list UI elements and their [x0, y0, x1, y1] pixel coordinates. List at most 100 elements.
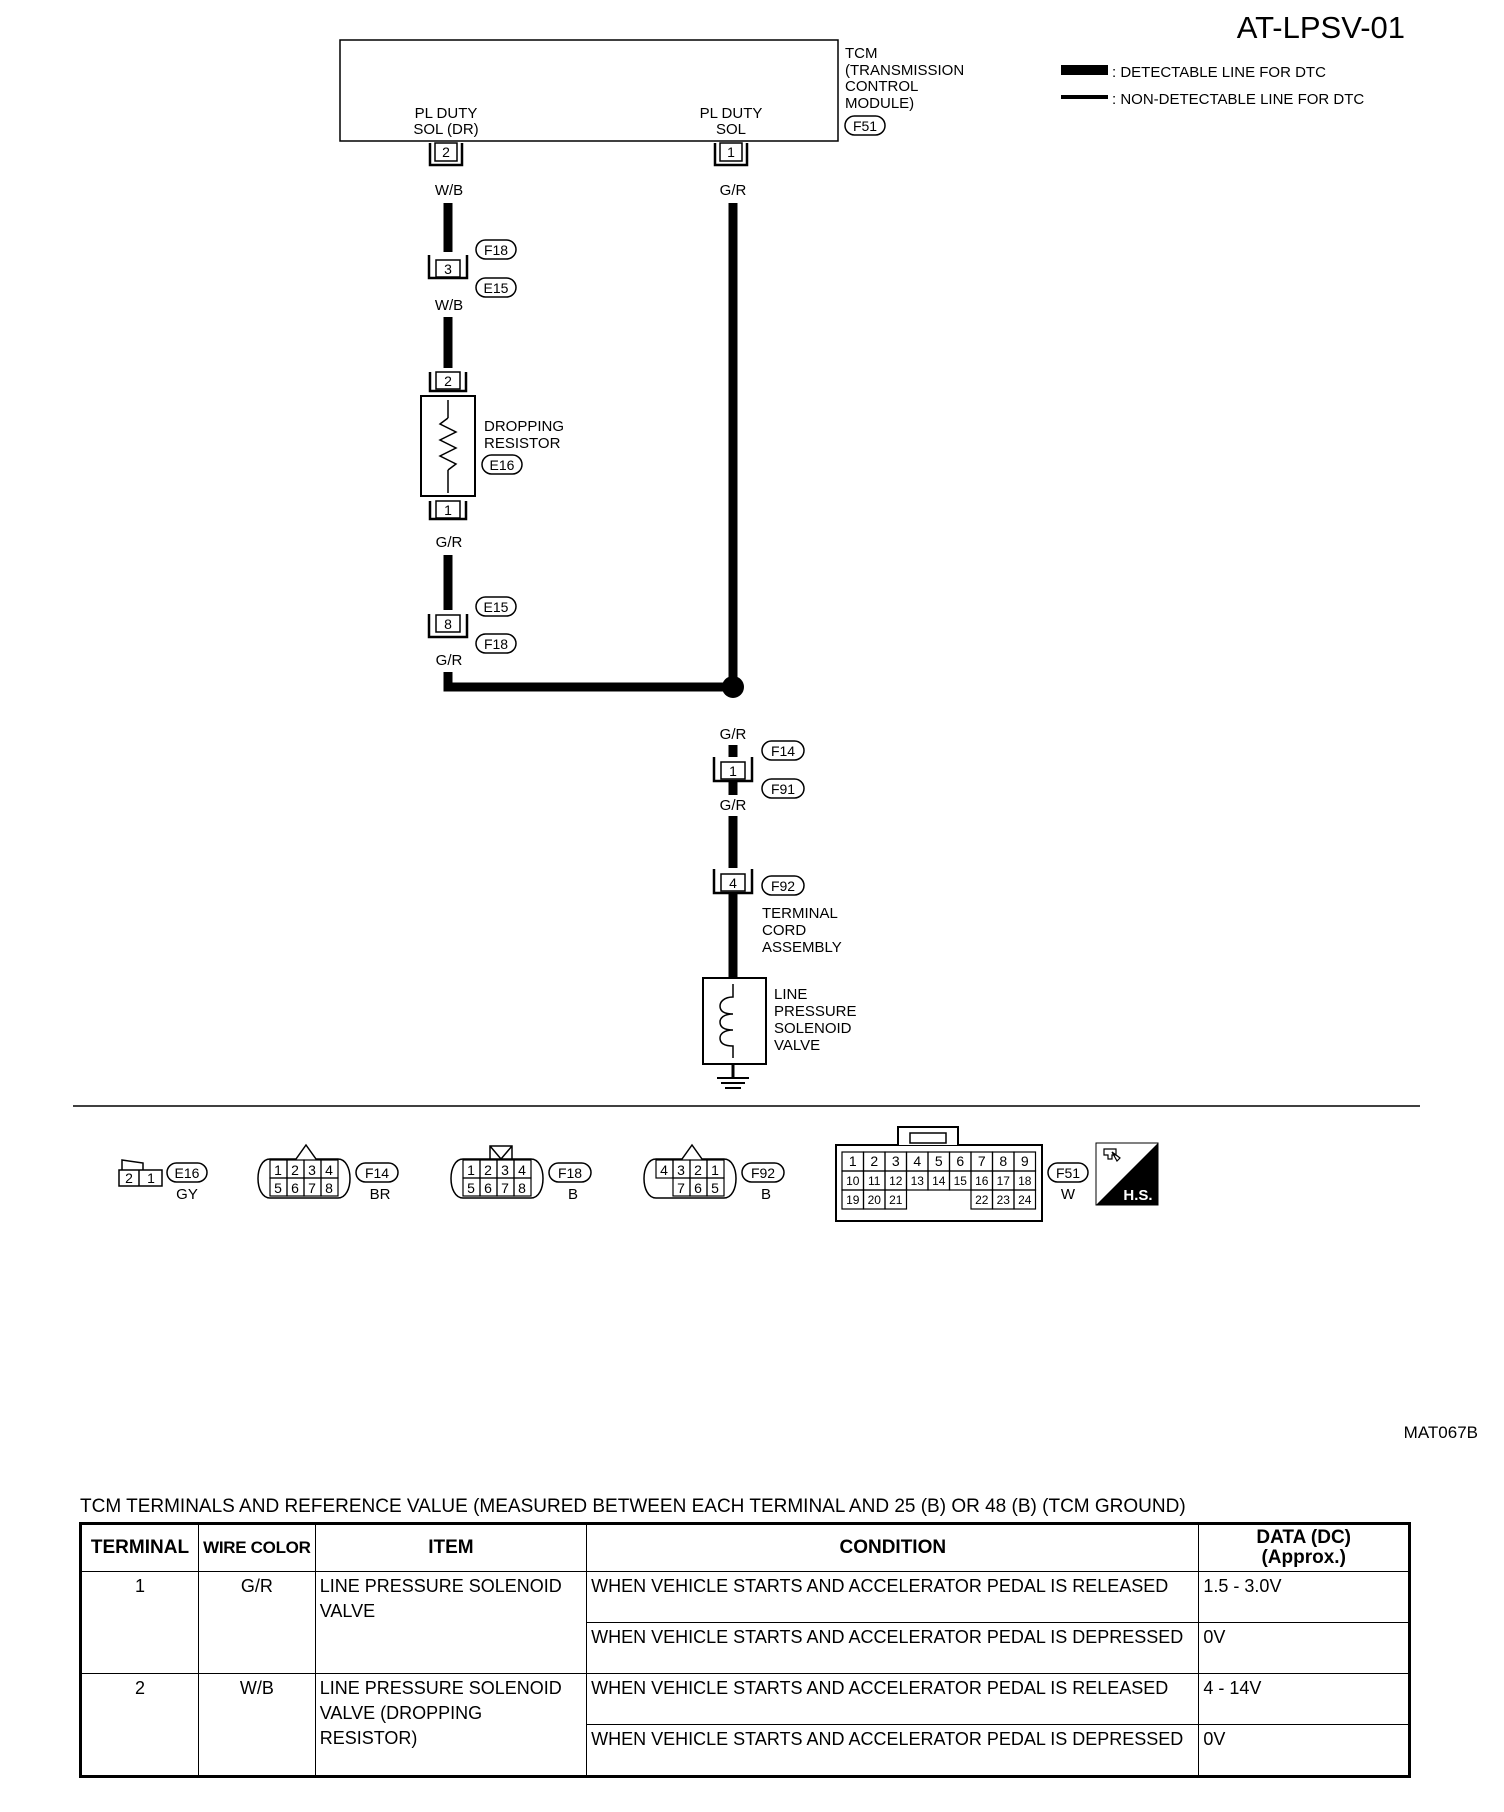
tcm-connector-tag — [844, 115, 886, 136]
svg-text:6: 6 — [484, 1180, 492, 1196]
f51-pin-label: 9 — [1021, 1153, 1029, 1169]
tcm-pin-2: 2 — [428, 142, 464, 167]
resistor-label-1: DROPPING — [484, 418, 564, 435]
f51-pin-label: 6 — [956, 1153, 964, 1169]
resistor-connector-tag: E16 — [490, 457, 515, 473]
svg-text:3: 3 — [677, 1162, 685, 1178]
tcm-box — [339, 39, 839, 142]
f51-pin-label: 24 — [1018, 1193, 1032, 1207]
legend-detectable-line — [1061, 65, 1108, 75]
cell-item: LINE PRESSURE SOLENOID VALVE — [314, 1571, 588, 1674]
tcm-label-1: TCM — [845, 45, 878, 62]
svg-text:2: 2 — [291, 1162, 299, 1178]
e16-color: GY — [176, 1186, 198, 1203]
svg-text:7: 7 — [501, 1180, 509, 1196]
table-row: WHEN VEHICLE STARTS AND ACCELERATOR PEDA… — [81, 1724, 1410, 1777]
cell-terminal: 1 — [80, 1571, 199, 1674]
f51-pin-label: 14 — [932, 1174, 946, 1188]
right-branch: G/R G/R 1 F14 F91 G/R 4 F92 TERMINAL COR… — [702, 182, 857, 1089]
conn-f14-tag: F14 — [771, 743, 795, 759]
svg-text:7: 7 — [677, 1180, 685, 1196]
pin-sol-label-2: SOL — [716, 121, 746, 138]
figure-code: MAT067B — [1404, 1423, 1478, 1442]
f51-pin-label: 1 — [849, 1153, 857, 1169]
f51-pin-label: 10 — [846, 1174, 860, 1188]
wire-gr-label-5: G/R — [720, 797, 747, 814]
svg-text:2: 2 — [694, 1162, 702, 1178]
f51-pin-label: 18 — [1018, 1174, 1032, 1188]
conn-f18-tag: F18 — [484, 242, 508, 258]
connector-view-f92: 4 3 2 1 7 6 5 F92 B — [643, 1143, 785, 1203]
svg-text:5: 5 — [711, 1180, 719, 1196]
f92-color: B — [761, 1186, 771, 1203]
header-condition: CONDITION — [586, 1523, 1200, 1572]
splice-point — [722, 676, 744, 698]
wire-gr-label-2: G/R — [436, 652, 463, 669]
wire-gr-label-1: G/R — [436, 534, 463, 551]
header-data: DATA (DC)(Approx.) — [1198, 1523, 1410, 1572]
f92-id: F92 — [751, 1165, 775, 1181]
f14-color: BR — [370, 1186, 391, 1203]
table-header-row: TERMINAL WIRE COLOR ITEM CONDITION DATA … — [80, 1523, 1410, 1572]
f51-pin-label: 2 — [870, 1153, 878, 1169]
solenoid-body — [702, 977, 767, 1065]
pin-sol-label-1: PL DUTY — [700, 105, 763, 122]
svg-text:5: 5 — [274, 1180, 282, 1196]
conn-pin-1: 1 — [729, 763, 737, 779]
legend-non-detectable-text: : NON-DETECTABLE LINE FOR DTC — [1112, 91, 1364, 108]
wire-wb-label-1: W/B — [435, 182, 463, 199]
wiring-diagram: AT-LPSV-01 : DETECTABLE LINE FOR DTC : N… — [73, 10, 1478, 1442]
svg-text:2: 2 — [484, 1162, 492, 1178]
conn-f91-tag: F91 — [771, 781, 795, 797]
svg-text:6: 6 — [694, 1180, 702, 1196]
cell-item: LINE PRESSURE SOLENOID VALVE (DROPPING R… — [314, 1673, 588, 1777]
svg-text:4: 4 — [325, 1162, 333, 1178]
ground-icon — [717, 1077, 749, 1089]
f51-pin-label: 5 — [935, 1153, 943, 1169]
conn-pin-4: 4 — [729, 875, 737, 891]
f51-pin-label: 11 — [868, 1174, 881, 1188]
cell-condition: WHEN VEHICLE STARTS AND ACCELERATOR PEDA… — [586, 1724, 1200, 1777]
e16-id: E16 — [175, 1165, 200, 1181]
f51-pin-label: 7 — [978, 1153, 986, 1169]
left-branch: W/B 3 F18 E15 W/B 2 1 DROPPING RESISTOR … — [420, 182, 733, 692]
valve-label-3: SOLENOID — [774, 1020, 852, 1037]
cord-label-3: ASSEMBLY — [762, 939, 842, 956]
svg-text:5: 5 — [467, 1180, 475, 1196]
svg-text:2: 2 — [125, 1170, 133, 1186]
cell-data: 1.5 - 3.0V — [1198, 1571, 1410, 1623]
f51-pin-label: 20 — [868, 1193, 882, 1207]
svg-text:7: 7 — [308, 1180, 316, 1196]
table-title: TCM TERMINALS AND REFERENCE VALUE (MEASU… — [80, 1496, 1186, 1517]
cord-label-2: CORD — [762, 922, 806, 939]
f18-color: B — [568, 1186, 578, 1203]
svg-text:8: 8 — [325, 1180, 333, 1196]
legend-non-detectable-line — [1061, 95, 1108, 99]
valve-label-1: LINE — [774, 986, 807, 1003]
f51-id: F51 — [1056, 1165, 1080, 1181]
legend: : DETECTABLE LINE FOR DTC : NON-DETECTAB… — [1061, 64, 1364, 108]
f51-pin-label: 15 — [954, 1174, 968, 1188]
cell-wire-color: G/R — [197, 1571, 316, 1674]
connector-view-f14: 1 2 3 4 5 6 7 8 F14 BR — [257, 1143, 399, 1203]
table-row: 2 W/B LINE PRESSURE SOLENOID VALVE (DROP… — [80, 1673, 1410, 1777]
resistor-label-2: RESISTOR — [484, 435, 561, 452]
svg-text:3: 3 — [501, 1162, 509, 1178]
f51-pin-label: 16 — [975, 1174, 989, 1188]
cell-condition: WHEN VEHICLE STARTS AND ACCELERATOR PEDA… — [586, 1673, 1200, 1725]
cord-label-1: TERMINAL — [762, 905, 838, 922]
f51-pin-label: 3 — [892, 1153, 900, 1169]
cell-data: 0V — [1198, 1724, 1410, 1777]
pin-dr-label-1: PL DUTY — [415, 105, 478, 122]
conn-f18-tag-2: F18 — [484, 636, 508, 652]
f51-pin-cell — [1013, 1189, 1037, 1210]
table-row: 1 G/R LINE PRESSURE SOLENOID VALVE WHEN … — [80, 1571, 1410, 1674]
f51-pin-label: 13 — [911, 1174, 925, 1188]
conn-e15-tag: E15 — [484, 280, 509, 296]
f51-pin-label: 12 — [889, 1174, 903, 1188]
svg-text:4: 4 — [518, 1162, 526, 1178]
f51-color: W — [1061, 1186, 1076, 1203]
harness-side-icon: H.S. — [1095, 1142, 1159, 1206]
tcm-label-2: (TRANSMISSION — [845, 62, 964, 79]
